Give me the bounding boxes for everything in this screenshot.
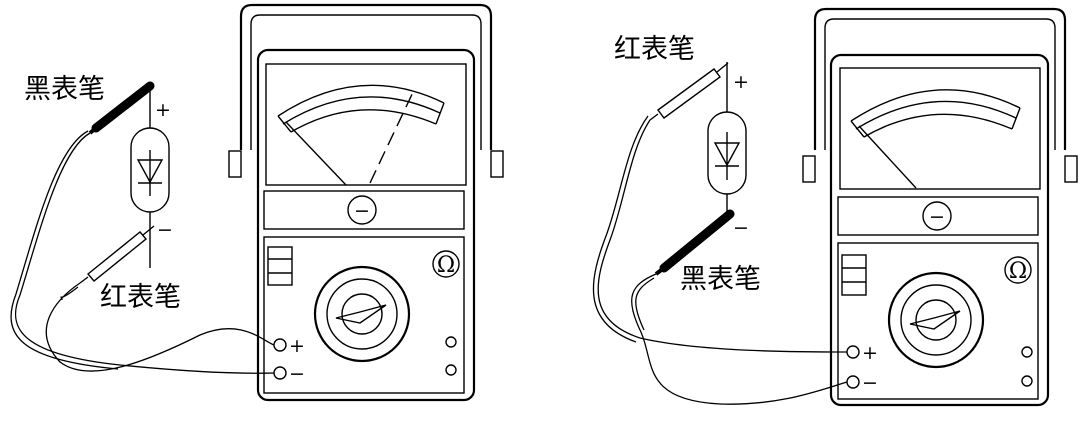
left-range-indicator [267,246,293,286]
left-ohm-symbol: Ω [437,253,455,278]
right-figure: − Ω + − [592,7,1078,407]
right-aux-jack-2 [1021,375,1033,387]
right-needle [858,125,917,189]
right-diode [707,62,747,212]
left-meter-body [256,48,476,402]
right-dial-window [839,67,1041,190]
left-black-probe[interactable] [88,81,155,135]
right-range-indicator [841,254,867,296]
left-diode-minus: − [157,219,173,241]
left-zero-adjust-panel [263,190,465,230]
right-zero-adjust-panel [837,196,1039,236]
left-zero-adjust-knob[interactable] [347,195,377,225]
left-scale-arcs [277,84,445,133]
right-red-lead-wire [597,119,848,353]
right-terminal-minus[interactable] [846,375,860,389]
left-multimeter: − Ω + − [228,3,504,402]
left-aux-jack [445,336,457,348]
left-terminal-minus-sign: − [289,363,305,385]
right-diode-minus: − [733,217,749,239]
right-handle-pivot-right [1064,155,1078,183]
right-ohm-badge: Ω [1004,256,1032,284]
left-carry-handle-inner [250,14,482,150]
right-control-panel [837,242,1039,400]
left-range-selector-knob[interactable] [313,265,411,363]
right-diode-plus: + [733,71,749,93]
left-zero-adjust-symbol: − [354,200,370,222]
right-meter-body [829,53,1050,407]
right-range-selector-knob[interactable] [887,271,985,369]
right-handle-pivot [802,155,816,183]
right-black-lead-wire-outer [635,277,655,331]
right-terminal-plus-sign: + [862,342,878,364]
right-scale-arcs [850,89,1021,138]
right-black-probe[interactable] [654,209,735,276]
right-red-probe-label: 红表笔 [614,34,695,65]
left-diode-plus: + [155,99,171,121]
left-control-panel [263,236,465,394]
left-handle-pivot [228,150,242,178]
right-carry-handle-inner [824,18,1056,150]
left-handle-pivot-right [490,150,504,178]
left-black-probe-label: 黑表笔 [24,74,105,105]
left-terminal-minus[interactable] [273,366,287,380]
left-black-lead-wire [15,132,275,374]
left-red-lead-wire [45,282,275,372]
left-diode [130,86,170,268]
right-zero-adjust-knob[interactable] [922,201,952,231]
left-terminal-plus-sign: + [289,335,305,357]
left-black-lead-wire-outer [10,130,119,370]
right-terminal-plus[interactable] [846,345,860,359]
right-aux-jack [1021,346,1033,358]
left-terminal-plus[interactable] [273,338,287,352]
left-red-probe[interactable] [79,225,155,284]
left-figure: − Ω + − [10,3,504,402]
right-black-probe-label: 黑表笔 [680,264,761,295]
left-red-probe-label: 红表笔 [100,282,181,313]
right-ohm-symbol: Ω [1009,259,1027,284]
left-needle [285,121,347,186]
left-dial-window [265,63,467,186]
left-needle-deflected [369,87,416,184]
left-carry-handle [239,3,493,150]
right-black-lead-wire [631,273,848,405]
right-red-probe[interactable] [649,62,729,121]
right-zero-adjust-symbol: − [929,206,945,228]
left-aux-jack-2 [445,364,457,376]
right-terminal-minus-sign: − [862,372,878,394]
right-multimeter: − Ω + − [802,7,1078,407]
left-red-lead-wire-outer [60,286,79,301]
right-carry-handle [813,7,1067,150]
left-ohm-badge: Ω [432,250,460,278]
right-red-lead-wire-outer [592,115,649,343]
